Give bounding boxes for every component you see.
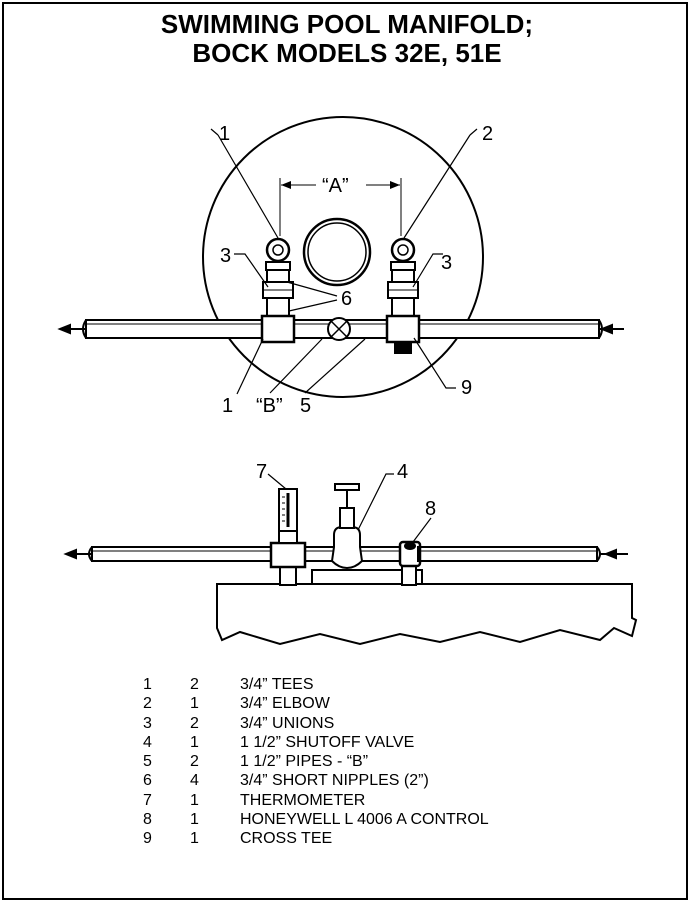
- part-item-number: 4: [143, 733, 152, 751]
- callout-8: 8: [425, 498, 436, 520]
- part-quantity: 1: [190, 830, 199, 848]
- callout-3-left: 3: [220, 245, 231, 267]
- base-plate: [311, 569, 423, 585]
- flue-opening-inner: [307, 222, 367, 282]
- right-elbow: [390, 237, 416, 263]
- parts-row: 7 1 THERMOMETER: [143, 791, 489, 810]
- part-quantity: 2: [190, 676, 199, 693]
- parts-row: 3 2 3/4” UNIONS: [143, 714, 489, 733]
- part-description: 1 1/2” PIPES - “B”: [240, 753, 369, 771]
- part-item-number: 7: [143, 791, 152, 809]
- parts-row: 5 2 1 1/2” PIPES - “B”: [143, 752, 489, 771]
- part-item-number: 2: [143, 695, 152, 713]
- callout-2: 2: [482, 123, 493, 145]
- part-description: THERMOMETER: [240, 791, 366, 809]
- thermometer-tee: [269, 541, 307, 569]
- dimension-a-label: “A”: [322, 175, 349, 197]
- cross-tee: [385, 314, 421, 344]
- part-quantity: 4: [190, 772, 199, 790]
- part-description: 1 1/2” SHUTOFF VALVE: [240, 733, 415, 751]
- part-description: 3/4” SHORT NIPPLES (2”): [240, 772, 429, 790]
- part-quantity: 1: [190, 791, 199, 809]
- callout-1-bottom: 1: [222, 395, 233, 417]
- valve-handwheel: [334, 483, 360, 491]
- part-description: 3/4” ELBOW: [240, 695, 330, 713]
- parts-row: 9 1 CROSS TEE: [143, 829, 489, 848]
- callout-1-top: 1: [219, 123, 230, 145]
- title-line-1: SWIMMING POOL MANIFOLD;: [160, 9, 534, 39]
- parts-row: 1 2 3/4” TEES: [143, 675, 489, 694]
- part-item-number: 6: [143, 772, 152, 790]
- parts-row: 2 1 3/4” ELBOW: [143, 694, 489, 713]
- flue-opening-outer: [302, 217, 372, 287]
- part-item-number: 3: [143, 714, 152, 732]
- callout-9: 9: [461, 377, 472, 399]
- part-quantity: 1: [190, 811, 199, 829]
- part-item-number: 9: [143, 830, 152, 848]
- parts-row: 6 4 3/4” SHORT NIPPLES (2”): [143, 771, 489, 790]
- part-item-number: 5: [143, 753, 152, 771]
- callout-5: 5: [300, 395, 311, 417]
- part-description: HONEYWELL L 4006 A CONTROL: [240, 811, 489, 829]
- left-tee: [260, 314, 296, 344]
- callout-6: 6: [341, 288, 352, 310]
- shutoff-valve-body: [330, 526, 364, 570]
- page-title: SWIMMING POOL MANIFOLD; BOCK MODELS 32E,…: [0, 10, 694, 68]
- valve-bonnet: [339, 507, 355, 529]
- heater-outline: [202, 116, 484, 398]
- part-quantity: 1: [190, 733, 199, 751]
- callout-4: 4: [397, 461, 408, 483]
- cross-tee-plug: [394, 341, 412, 354]
- callout-3-right: 3: [441, 252, 452, 274]
- left-riser-cap: [265, 237, 291, 263]
- part-item-number: 1: [143, 676, 152, 693]
- part-item-number: 8: [143, 811, 152, 829]
- parts-row: 4 1 1 1/2” SHUTOFF VALVE: [143, 733, 489, 752]
- parts-list: 1 2 3/4” TEES 2 1 3/4” ELBOW 3 2 3/4” UN…: [143, 675, 489, 849]
- heater-base: [216, 583, 638, 646]
- part-quantity: 2: [190, 753, 199, 771]
- part-description: 3/4” TEES: [240, 676, 314, 693]
- callout-b: “B”: [256, 395, 283, 417]
- part-quantity: 1: [190, 695, 199, 713]
- part-quantity: 2: [190, 714, 199, 732]
- callout-7: 7: [256, 461, 267, 483]
- side-view: [63, 473, 638, 646]
- part-description: 3/4” UNIONS: [240, 714, 335, 732]
- top-view: [57, 116, 624, 398]
- title-line-2: BOCK MODELS 32E, 51E: [192, 38, 502, 68]
- part-description: CROSS TEE: [240, 830, 333, 848]
- parts-row: 8 1 HONEYWELL L 4006 A CONTROL: [143, 810, 489, 829]
